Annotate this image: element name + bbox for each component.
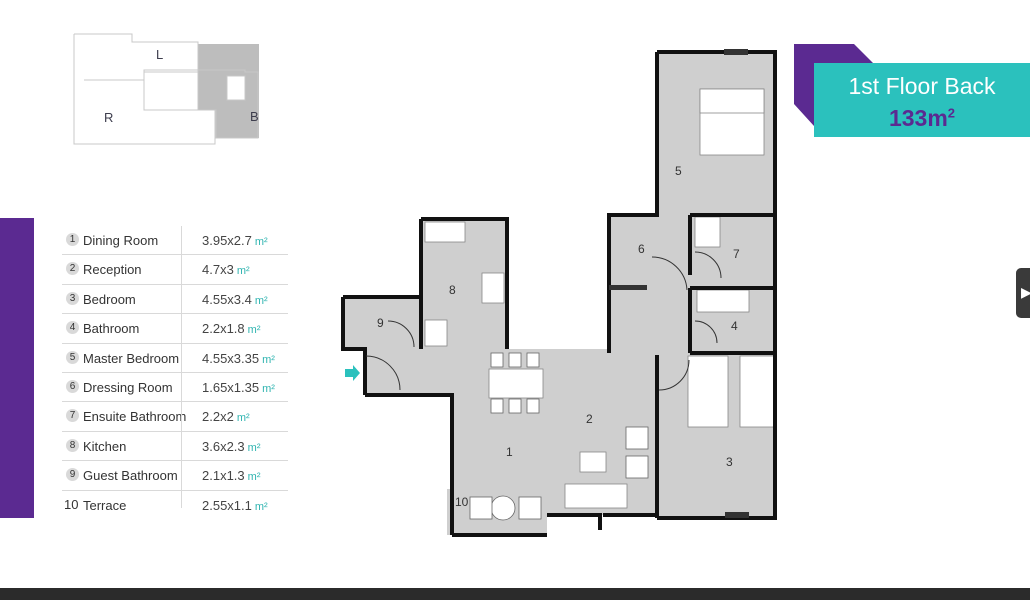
room-number: 7 (66, 409, 79, 423)
floor-plan-drawing: 1 2 3 4 5 6 7 8 9 10 (341, 49, 777, 537)
room-number: 3 (66, 291, 79, 305)
room-unit: m² (236, 265, 250, 278)
key-plan-outline (73, 33, 259, 145)
plan-label-8: 8 (449, 283, 456, 297)
room-unit: m² (247, 471, 261, 484)
room-number: 4 (66, 321, 79, 335)
room-number: 8 (66, 438, 79, 452)
room-name: Guest Bathroom (83, 468, 178, 484)
floor-area: 133m2 (814, 105, 1030, 132)
room-name: Master Bedroom (83, 350, 180, 366)
bottom-bar (0, 588, 1030, 600)
room-name: Dressing Room (83, 379, 173, 395)
room-number: 10 (64, 496, 79, 512)
room-dim-value: 4.55x3.35 (202, 350, 260, 366)
plan-label-1: 1 (506, 445, 513, 459)
room-number: 9 (66, 468, 79, 482)
room-unit: m² (262, 382, 275, 395)
plan-label-2: 2 (586, 412, 593, 426)
room-number: 1 (66, 233, 79, 246)
room-unit: m² (254, 236, 268, 248)
room-name: Terrace (83, 497, 127, 513)
key-plan-label-l: L (156, 47, 164, 62)
plan-label-4: 4 (731, 319, 738, 333)
floor-title: 1st Floor Back (848, 73, 996, 99)
room-number: 2 (66, 262, 79, 276)
plan-label-6: 6 (638, 242, 645, 256)
room-dim-value: 2.1x1.3 (202, 468, 245, 484)
key-plan: L R B (70, 30, 285, 148)
plan-label-9: 9 (377, 316, 384, 330)
plan-label-10: 10 (455, 495, 469, 509)
room-name: Kitchen (83, 438, 127, 454)
room-dim-value: 3.95x2.7 (202, 233, 252, 248)
floor-plan: 1 2 3 4 5 6 7 8 9 10 (330, 40, 790, 550)
plan-label-7: 7 (733, 247, 740, 261)
room-unit: m² (262, 353, 275, 366)
room-unit: m² (254, 294, 268, 307)
room-unit: m² (254, 500, 268, 513)
room-number: 6 (66, 379, 79, 393)
floor-area-sup: 2 (947, 105, 956, 121)
room-dim-value: 1.65x1.35 (202, 379, 260, 395)
title-badge: 1st Floor Back 133m2 (814, 63, 1030, 137)
plan-label-3: 3 (726, 455, 733, 469)
room-unit: m² (236, 412, 250, 425)
chevron-right-icon: ▶ (1021, 284, 1030, 300)
room-dim-value: 4.7x3 (202, 262, 234, 278)
room-name: Bedroom (83, 291, 136, 307)
room-unit: m² (247, 441, 261, 454)
schedule-column-divider (181, 226, 182, 508)
key-plan-label-b: B (250, 109, 259, 124)
floor-area-value: 133m (888, 105, 948, 131)
room-name: Dining Room (83, 233, 159, 248)
entry-arrow-icon (345, 365, 360, 381)
room-unit: m² (247, 324, 261, 337)
doors (365, 251, 722, 391)
next-slide-tab[interactable]: ▶ (1016, 268, 1030, 318)
room-dim-value: 2.2x2 (202, 409, 234, 425)
room-number: 5 (66, 350, 79, 364)
room-dim-value: 3.6x2.3 (202, 438, 245, 454)
room-dim-value: 4.55x3.4 (202, 291, 252, 307)
room-dim-value: 2.2x1.8 (202, 321, 245, 337)
key-plan-label-r: R (104, 110, 114, 125)
room-name: Reception (83, 262, 142, 278)
accent-bar (0, 218, 34, 518)
walls (341, 50, 777, 537)
room-name: Bathroom (83, 321, 140, 337)
room-dim-value: 2.55x1.1 (202, 497, 252, 513)
plan-label-5: 5 (675, 164, 682, 178)
room-name: Ensuite Bathroom (83, 409, 187, 425)
